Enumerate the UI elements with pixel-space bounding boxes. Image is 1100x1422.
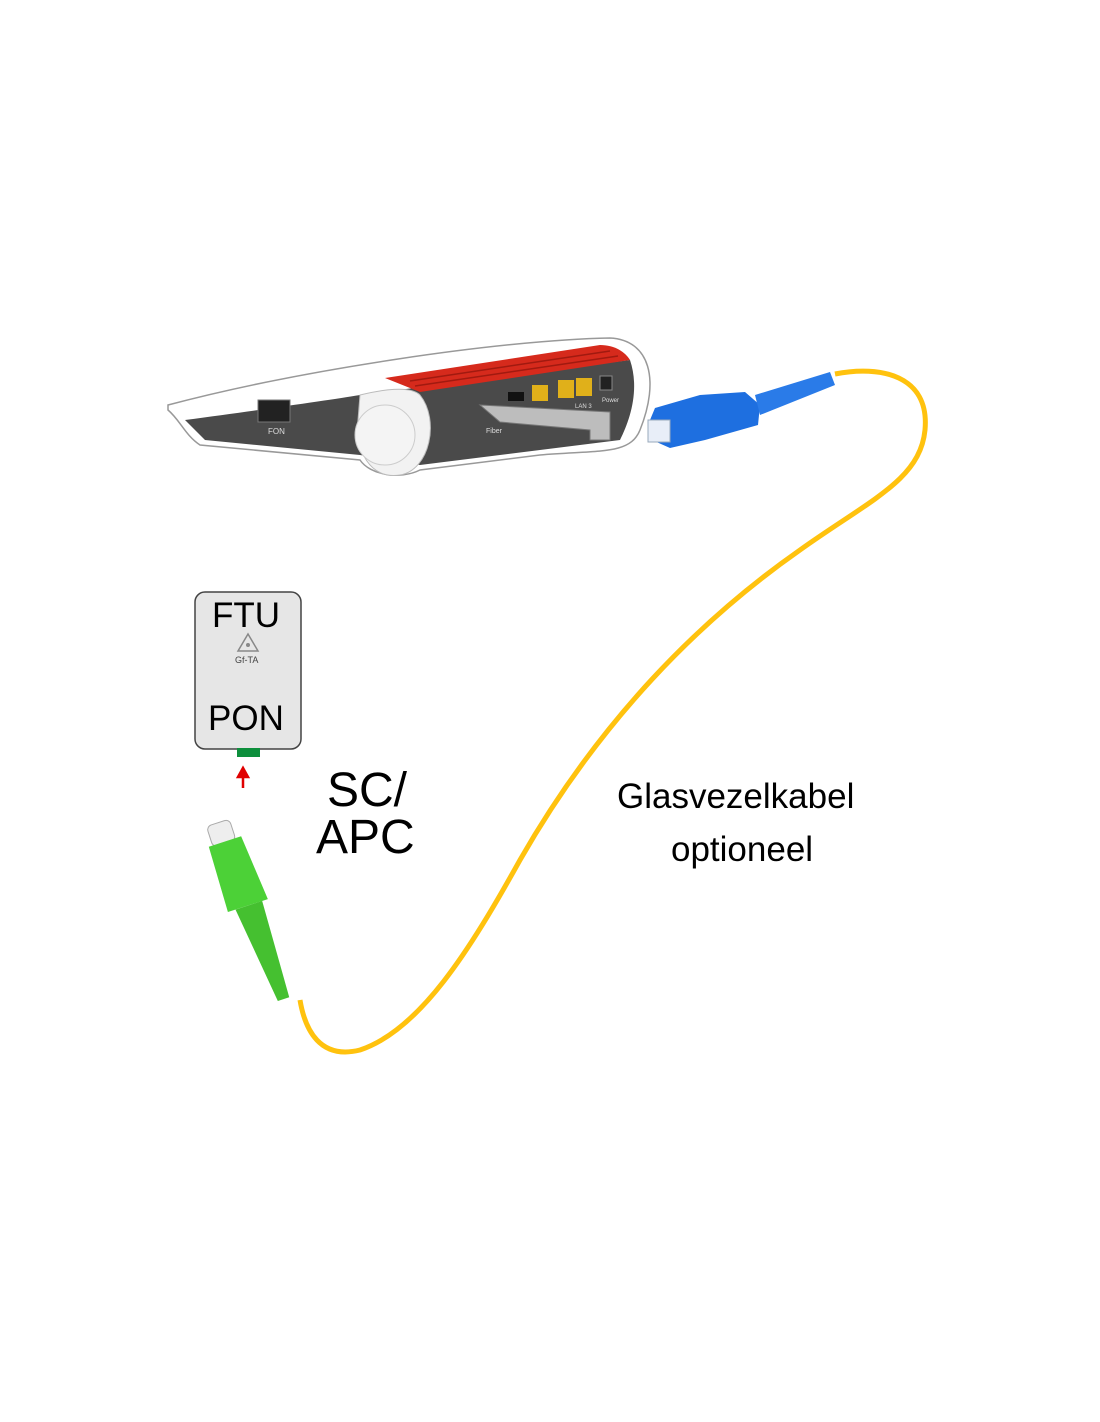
power-port	[599, 375, 613, 391]
sfp-module	[478, 404, 611, 441]
power-label: Power	[602, 398, 619, 404]
lan-port	[558, 380, 574, 398]
connector-label-line2: APC	[316, 811, 415, 864]
lan-port	[576, 378, 592, 396]
fiber-port-label: Fiber	[486, 428, 503, 435]
fon-port	[257, 399, 291, 423]
pon-label: PON	[208, 699, 284, 738]
ftu-box	[194, 591, 302, 788]
sc-upc-connector-blue	[647, 372, 835, 448]
arrow-up-icon	[235, 765, 251, 788]
connector-label-line1: SC/	[327, 764, 408, 817]
laser-warning-icon	[236, 632, 260, 652]
ftu-title: FTU	[212, 596, 281, 635]
sc-apc-connector-green	[207, 819, 290, 1001]
cable-label-line1: Glasvezelkabel	[617, 777, 855, 816]
ftu-sublabel: Gf-TA	[235, 655, 259, 665]
fon-port-label: FON	[268, 427, 285, 436]
lan-port	[532, 385, 548, 401]
lan-label: LAN 3	[575, 404, 592, 410]
router-round-cap	[354, 404, 416, 466]
cable-label-line2: optioneel	[671, 830, 814, 869]
pon-port	[237, 748, 260, 757]
router: FON Power LAN 3 Fiber	[167, 337, 651, 476]
fiber-cable	[297, 368, 928, 1055]
